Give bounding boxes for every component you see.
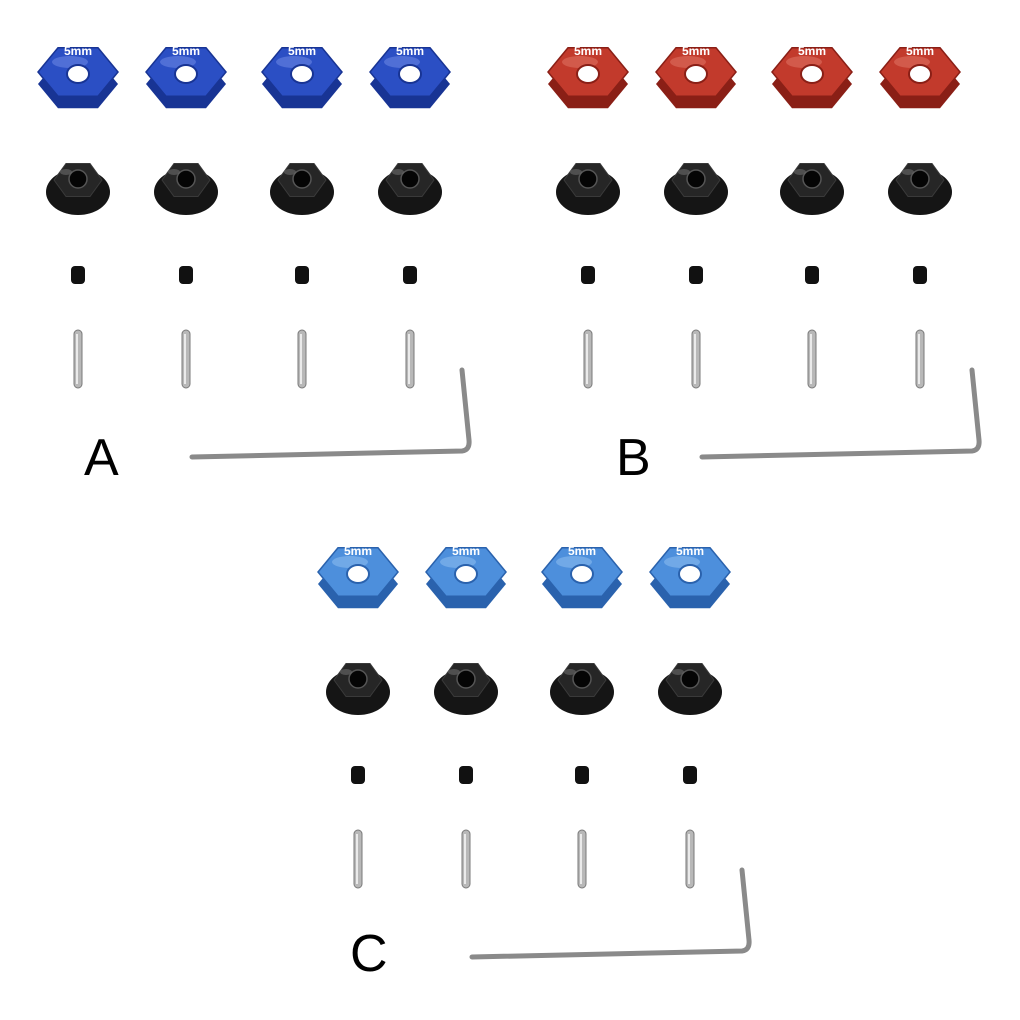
lock-nut [46,163,110,215]
hub-marking: 5mm [396,44,424,58]
hex-hub: 5mm [37,44,119,109]
lock-nut [664,163,728,215]
lock-nut [780,163,844,215]
pin [807,329,817,389]
hub-marking: 5mm [682,44,710,58]
kit-c: 5mm 5mm 5mm 5mm C [280,500,780,1000]
set-screw [179,266,193,284]
lock-nut [556,163,620,215]
hex-hub: 5mm [655,44,737,109]
pin [915,329,925,389]
lock-nut [550,663,614,715]
hex-hub: 5mm [369,44,451,109]
set-screw [295,266,309,284]
hex-hub: 5mm [261,44,343,109]
hex-wrench [189,367,472,460]
lock-nut [326,663,390,715]
hub-marking: 5mm [568,544,596,558]
set-screw [581,266,595,284]
pin [73,329,83,389]
pin [297,329,307,389]
hex-hub: 5mm [425,544,507,609]
set-screw [683,766,697,784]
set-screw [689,266,703,284]
kit-a-label: A [84,429,119,487]
pin [405,329,415,389]
hex-hub: 5mm [771,44,853,109]
lock-nut [434,663,498,715]
hex-hub: 5mm [547,44,629,109]
pin [685,829,695,889]
kit-b-parts: 5mm 5mm 5mm 5mm [547,44,982,460]
lock-nut [378,163,442,215]
kit-a: 5mm 5mm 5mm 5mm A [0,0,500,500]
set-screw [403,266,417,284]
pin [691,329,701,389]
hub-marking: 5mm [288,44,316,58]
hub-marking: 5mm [172,44,200,58]
set-screw [805,266,819,284]
hex-hub: 5mm [145,44,227,109]
lock-nut [888,163,952,215]
kit-c-parts: 5mm 5mm 5mm 5mm [317,544,752,960]
pin [461,829,471,889]
hub-marking: 5mm [64,44,92,58]
kit-b: 5mm 5mm 5mm 5mm B [510,0,1010,500]
kit-c-label: C [350,925,388,983]
hex-hub: 5mm [317,544,399,609]
hub-marking: 5mm [906,44,934,58]
set-screw [913,266,927,284]
hub-marking: 5mm [798,44,826,58]
hub-marking: 5mm [676,544,704,558]
hub-marking: 5mm [344,544,372,558]
set-screw [575,766,589,784]
pin [577,829,587,889]
hex-hub: 5mm [649,544,731,609]
pin [353,829,363,889]
hex-wrench [469,867,752,960]
set-screw [459,766,473,784]
pin [181,329,191,389]
pin [583,329,593,389]
hub-marking: 5mm [574,44,602,58]
hex-hub: 5mm [541,544,623,609]
kit-a-parts: 5mm 5mm 5mm 5mm [37,44,472,460]
set-screw [71,266,85,284]
lock-nut [270,163,334,215]
hex-hub: 5mm [879,44,961,109]
lock-nut [658,663,722,715]
hub-marking: 5mm [452,544,480,558]
set-screw [351,766,365,784]
hex-wrench [699,367,982,460]
kit-b-label: B [616,429,651,487]
lock-nut [154,163,218,215]
